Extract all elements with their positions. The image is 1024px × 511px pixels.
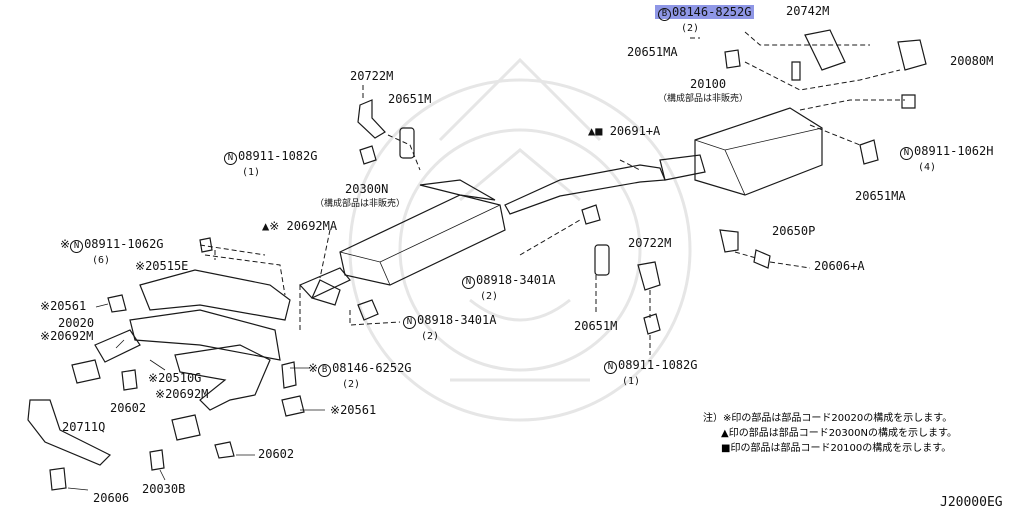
part-label-20510G[interactable]: ※20510G	[148, 371, 202, 385]
center-resonator-drawing	[298, 179, 506, 299]
part-label-20030B[interactable]: 20030B	[142, 482, 186, 496]
part-label-20080M[interactable]: 20080M	[950, 54, 994, 68]
part-label-20692M[interactable]: ※20692M	[40, 329, 94, 343]
part-label-20606[interactable]: 20606	[93, 491, 130, 505]
part-label-20651MA-2[interactable]: 20651MA	[855, 189, 906, 203]
part-label-20300N[interactable]: 20300N （構成部品は非販売）	[315, 182, 406, 210]
part-label-20650P[interactable]: 20650P	[772, 224, 816, 238]
part-label-20606+A[interactable]: 20606+A	[814, 259, 865, 273]
bolt-symbol-icon: B	[318, 364, 332, 377]
part-label-20742M[interactable]: 20742M	[786, 4, 830, 18]
part-label-20711Q[interactable]: 20711Q	[62, 420, 106, 434]
leader-lines	[67, 31, 905, 491]
front-tube-drawing	[94, 244, 291, 411]
part-label-20651M-2[interactable]: 20651M	[574, 319, 618, 333]
nut-symbol-icon: N	[462, 276, 475, 289]
part-label-20602-2[interactable]: 20602	[258, 447, 295, 461]
part-label-20602[interactable]: 20602	[110, 401, 147, 415]
part-label-20561[interactable]: ※20561	[40, 299, 87, 313]
part-label-20691+A[interactable]: ▲■ 20691+A	[588, 124, 661, 138]
watermark-emblem	[348, 57, 692, 422]
part-label-20561-2[interactable]: ※20561	[330, 403, 377, 417]
part-label-20651M[interactable]: 20651M	[388, 92, 432, 106]
nut-symbol-icon: N	[70, 240, 84, 253]
nut-symbol-icon: N	[900, 147, 913, 160]
part-label-20692M-2[interactable]: ※20692M	[155, 387, 209, 401]
note-line-2: ▲印の部品は部品コード20300Nの構成を示します。	[721, 428, 957, 439]
part-label-20020[interactable]: 20020	[58, 316, 95, 330]
nut-symbol-icon: N	[224, 152, 237, 165]
part-label-20515E[interactable]: ※20515E	[135, 259, 189, 273]
part-label-20692MA[interactable]: ▲※ 20692MA	[262, 219, 338, 233]
nut-symbol-icon: N	[403, 316, 416, 329]
part-label-20100[interactable]: 20100 （構成部品は非販売）	[658, 77, 749, 105]
part-label-20722M[interactable]: 20722M	[350, 69, 394, 83]
main-muffler-drawing	[504, 107, 823, 215]
bolt-symbol-icon: B	[658, 8, 671, 21]
note-line-1: 注）※印の部品は部品コード20020の構成を示します。	[703, 413, 953, 424]
part-label-20722M-2[interactable]: 20722M	[628, 236, 672, 250]
note-line-3: ■印の部品は部品コード20100の構成を示します。	[721, 443, 952, 454]
part-label-20651MA[interactable]: 20651MA	[627, 45, 678, 59]
nut-symbol-icon: N	[604, 361, 617, 374]
hardware-drawings	[27, 29, 927, 491]
diagram-code: J20000EG	[940, 495, 1003, 510]
